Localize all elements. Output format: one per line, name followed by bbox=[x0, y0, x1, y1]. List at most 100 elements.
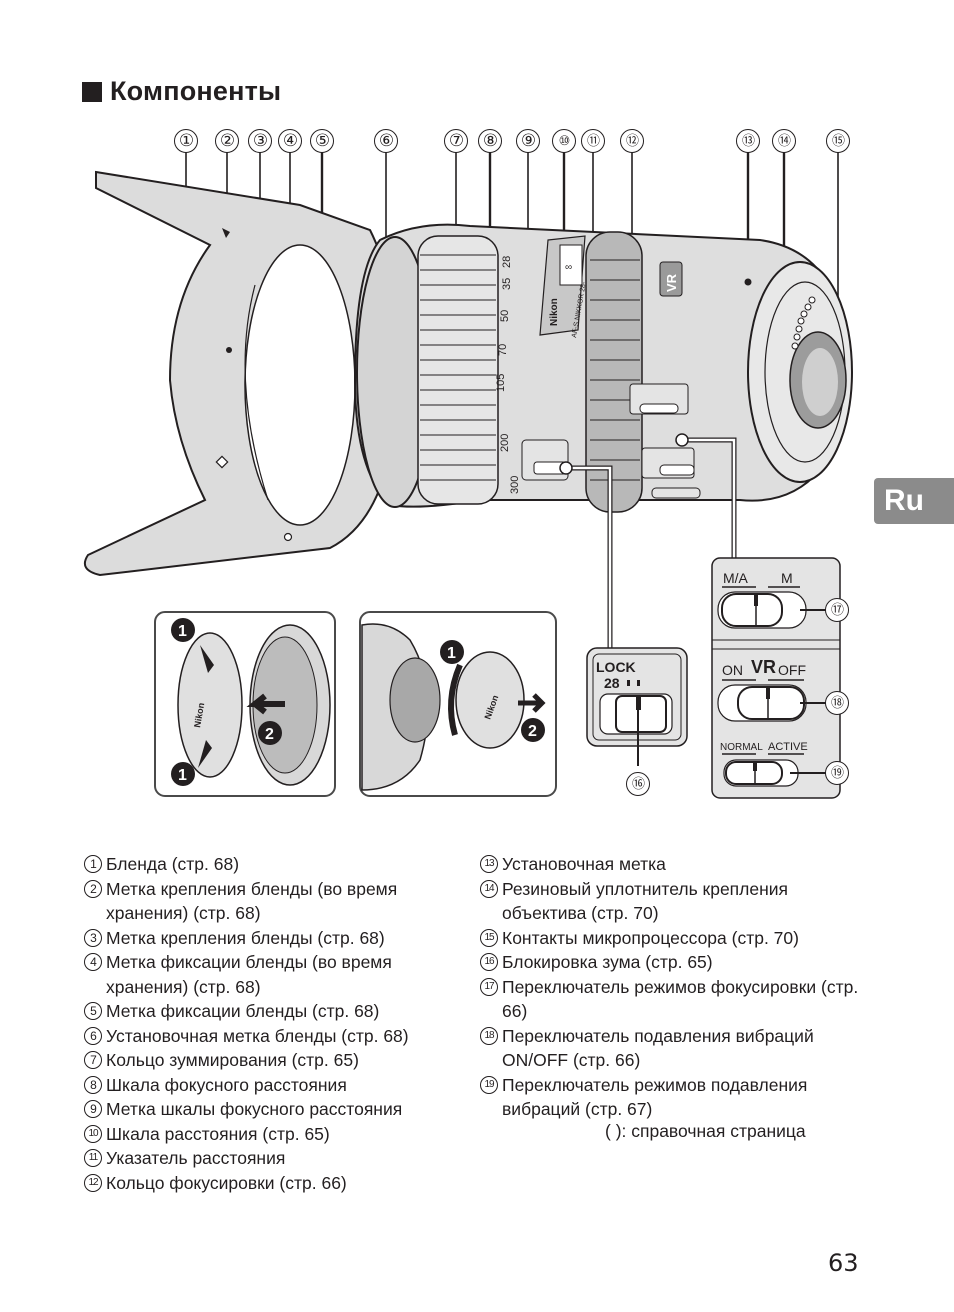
callout-4: ④ bbox=[278, 129, 302, 153]
item-text: Указатель расстояния bbox=[106, 1148, 286, 1168]
focal-scale: 28 35 50 70 105 200 300 bbox=[495, 256, 521, 494]
focal-70: 70 bbox=[497, 344, 509, 356]
callout-13: ⑬ bbox=[736, 129, 760, 153]
step-1-a: 1 bbox=[178, 623, 187, 640]
front-cap-brand: Nikon bbox=[192, 702, 206, 728]
brand-label: Nikon bbox=[549, 298, 560, 326]
callout-15: ⑮ bbox=[826, 129, 850, 153]
item-number: 3 bbox=[84, 928, 102, 947]
item-text: Блокировка зума (стр. 65) bbox=[502, 952, 713, 972]
callout-3: ③ bbox=[248, 129, 272, 153]
vr-badge: VR bbox=[664, 273, 679, 292]
vr-off-label: OFF bbox=[778, 662, 806, 678]
item-number: 14 bbox=[480, 879, 498, 898]
item-text: Метка фиксации бленды (во время хранения… bbox=[106, 952, 392, 997]
lens-body: 28 35 50 70 105 200 300 ∞ Nikon AF-S NIK… bbox=[353, 223, 853, 650]
callout-19: ⑲ bbox=[825, 761, 849, 785]
zoom-lock-detail: LOCK 28 bbox=[586, 647, 688, 766]
vr-title-label: VR bbox=[751, 657, 776, 677]
item-text: Резиновый уплотнитель крепления объектив… bbox=[502, 878, 789, 924]
vr-active-label: ACTIVE bbox=[768, 741, 808, 753]
lens-diagram: 28 35 50 70 105 200 300 ∞ Nikon AF-S NIK… bbox=[84, 152, 853, 799]
item-text: Установочная метка бленды (стр. 68) bbox=[106, 1025, 409, 1046]
callout-10: ⑩ bbox=[552, 129, 576, 153]
zoom-lock-value: 28 bbox=[604, 675, 620, 691]
item-number: 11 bbox=[84, 1149, 102, 1167]
page-number: 63 bbox=[828, 1249, 859, 1277]
item-text: Переключатель режимов подавления вибраци… bbox=[502, 1074, 808, 1120]
step-1-c: 1 bbox=[447, 645, 456, 662]
inset-front-cap: Nikon 1 1 2 bbox=[154, 611, 336, 797]
item-text: Бленда (стр. 68) bbox=[106, 854, 240, 874]
callout-11: ⑪ bbox=[581, 129, 605, 153]
item-number: 16 bbox=[480, 953, 498, 971]
callout-16: ⑯ bbox=[626, 772, 650, 796]
item-text: Переключатель режимов фокусировки (стр. … bbox=[502, 976, 859, 1022]
callout-6: ⑥ bbox=[374, 129, 398, 153]
callout-14: ⑭ bbox=[772, 129, 796, 153]
item-number: 4 bbox=[84, 953, 102, 971]
item-number: 13 bbox=[480, 855, 498, 873]
zoom-lock-label: LOCK bbox=[596, 659, 636, 675]
item-text: Метка крепления бленды (стр. 68) bbox=[106, 927, 385, 948]
focal-105: 105 bbox=[495, 374, 507, 392]
cpu-contacts bbox=[791, 296, 816, 350]
mount-index-dot bbox=[744, 278, 752, 286]
item-text: Контакты микропроцессора (стр. 70) bbox=[502, 927, 799, 948]
item-text: Кольцо фокусировки (стр. 66) bbox=[106, 1172, 347, 1193]
step-1-b: 1 bbox=[178, 767, 187, 784]
focal-300: 300 bbox=[509, 476, 521, 494]
section-title: Компоненты bbox=[82, 76, 281, 107]
inset-rear-cap: Nikon 1 2 bbox=[359, 611, 557, 797]
switch-panel-detail: M/A M ON VR OFF NORMAL ACTIVE bbox=[711, 557, 841, 799]
focus-ring bbox=[585, 231, 643, 513]
item-text: Переключатель подавления вибраций ON/OFF… bbox=[502, 1025, 814, 1071]
focus-mode-ma-label: M/A bbox=[723, 570, 749, 586]
callout-18: ⑱ bbox=[825, 691, 849, 715]
item-number: 6 bbox=[84, 1026, 102, 1045]
callout-1: ① bbox=[174, 129, 198, 153]
callout-2: ② bbox=[215, 129, 239, 153]
callout-5: ⑤ bbox=[310, 129, 334, 153]
item-number: 8 bbox=[84, 1075, 102, 1094]
focal-28: 28 bbox=[501, 256, 513, 268]
item-number: 18 bbox=[480, 1026, 498, 1045]
focus-mode-m-label: M bbox=[781, 570, 793, 586]
language-tab: Ru bbox=[874, 478, 954, 524]
callout-8: ⑧ bbox=[478, 129, 502, 153]
item-text: Кольцо зуммирования (стр. 65) bbox=[106, 1050, 359, 1070]
item-number: 5 bbox=[84, 1002, 102, 1020]
zoom-ring bbox=[417, 235, 499, 505]
item-number: 2 bbox=[84, 879, 102, 898]
vr-normal-label: NORMAL bbox=[720, 742, 763, 753]
vr-on-label: ON bbox=[722, 662, 743, 678]
square-bullet-icon bbox=[82, 81, 102, 102]
step-2-a: 2 bbox=[265, 726, 274, 743]
item-text: Шкала расстояния (стр. 65) bbox=[106, 1123, 330, 1144]
lens-hood bbox=[84, 170, 399, 577]
focal-50: 50 bbox=[499, 310, 511, 322]
section-title-text: Компоненты bbox=[110, 76, 282, 106]
item-number: 12 bbox=[84, 1173, 102, 1192]
callout-7: ⑦ bbox=[444, 129, 468, 153]
focal-200: 200 bbox=[499, 434, 511, 452]
item-text: Установочная метка bbox=[502, 854, 666, 874]
